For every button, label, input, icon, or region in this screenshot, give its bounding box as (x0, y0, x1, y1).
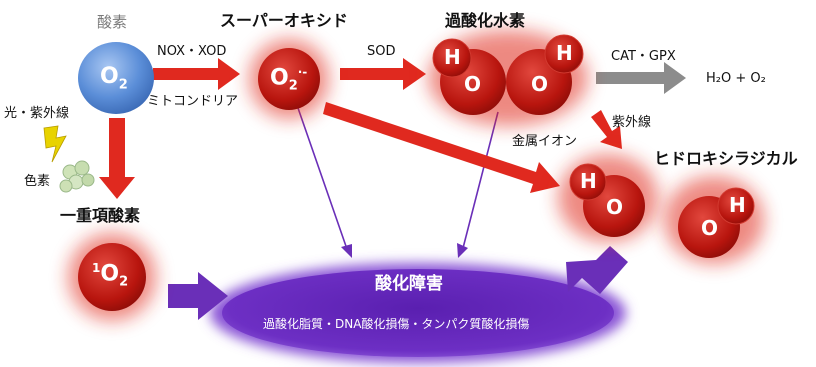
hydroxyl1-h: H (580, 169, 597, 193)
peroxide-to-hydroxyl-arrow (591, 110, 622, 149)
hydroxyl-radical-molecule-1 (558, 154, 658, 242)
hydroxyl2-h: H (729, 193, 746, 217)
hydrogen-peroxide-molecule (428, 30, 588, 126)
catalase-arrow (596, 62, 686, 94)
peroxide-o-right: O (531, 72, 549, 96)
peroxide-h-right: H (556, 41, 573, 65)
damage-arrows (297, 107, 499, 253)
damage-cloud (222, 269, 614, 357)
water-oxygen-product: H₂O + O₂ (706, 71, 766, 86)
damage-title: 酸化障害 (375, 274, 443, 294)
light-uv-label: 光・紫外線 (4, 106, 70, 121)
superoxide-to-peroxide-arrow (340, 58, 426, 90)
oxygen-symbol: O2 (100, 64, 128, 93)
arrowhead-1 (341, 244, 352, 258)
arrowhead-2 (457, 243, 468, 258)
metal-ion-label: 金属イオン (512, 134, 578, 149)
superoxide-symbol: O2·- (270, 65, 308, 94)
hydroxyl-to-damage-arrow (566, 246, 628, 294)
superoxide-to-damage-arrow (297, 107, 349, 253)
sod-label: SOD (367, 44, 396, 59)
pigment-label: 色素 (24, 174, 51, 189)
oxygen-label: 酸素 (97, 13, 128, 31)
oxygen-to-superoxide-arrow (153, 58, 240, 90)
oxygen-to-singlet-arrow (99, 118, 135, 199)
singlet-oxygen-symbol: 1O2 (92, 261, 129, 290)
hydroxyl2-o: O (701, 216, 719, 240)
singlet-to-damage-arrow (168, 272, 228, 320)
damage-subtitle: 過酸化脂質・DNA酸化損傷・タンパク質酸化損傷 (263, 317, 530, 331)
cat-gpx-label: CAT・GPX (611, 49, 676, 64)
superoxide-to-hydroxyl-arrow (323, 102, 560, 193)
pigment-cluster-icon (59, 160, 95, 193)
superoxide-molecule (258, 48, 320, 110)
hydrogen-peroxide-label: 過酸化水素 (445, 11, 526, 30)
lightning-bolt-icon (43, 125, 67, 163)
nox-xod-label: NOX・XOD (157, 44, 227, 59)
oxygen-molecule (78, 42, 154, 114)
singlet-oxygen-label: 一重項酸素 (60, 206, 141, 225)
hydroxyl-radical-label: ヒドロキシラジカル (654, 149, 798, 168)
peroxide-o-left: O (464, 72, 482, 96)
hydroxyl1-o: O (606, 195, 624, 219)
uv-label: 紫外線 (612, 115, 652, 130)
hydroxyl-radical-molecule-2 (664, 176, 764, 264)
singlet-oxygen-molecule (78, 243, 146, 311)
mitochondria-label: ミトコンドリア (147, 94, 239, 109)
superoxide-label: スーパーオキシド (220, 11, 348, 30)
peroxide-h-left: H (444, 45, 461, 69)
peroxide-to-damage-arrow (461, 111, 499, 253)
